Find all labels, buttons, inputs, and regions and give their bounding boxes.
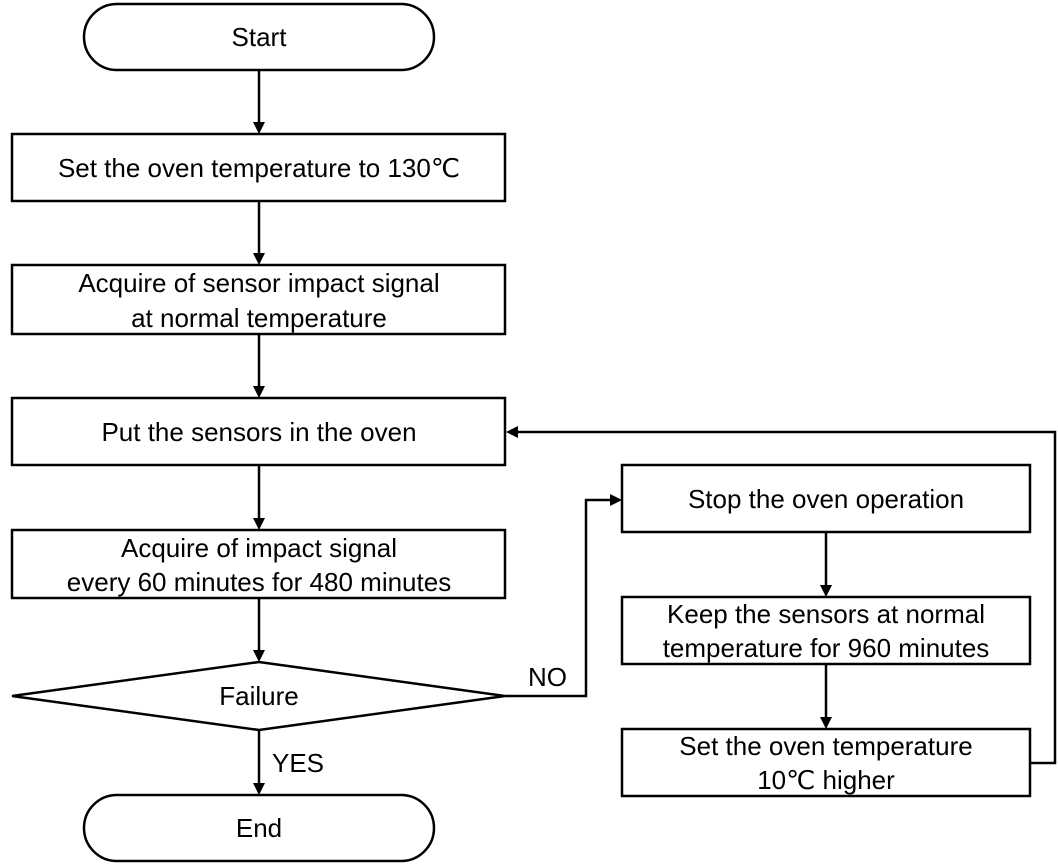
raise-temp-label-line1: Set the oven temperature: [679, 731, 972, 761]
arrowhead: [506, 426, 518, 438]
keep-sensors-label-line2: temperature for 960 minutes: [663, 633, 990, 663]
acquire-normal-label-line2: at normal temperature: [131, 303, 387, 333]
acquire-impact-label-line2: every 60 minutes for 480 minutes: [67, 567, 451, 597]
node-end: End: [82, 793, 436, 863]
process-box: [10, 396, 507, 467]
process-box: [620, 595, 1032, 666]
end-label: End: [236, 813, 282, 843]
acquire-impact-label-line1: Acquire of impact signal: [121, 533, 397, 563]
start-label: Start: [232, 22, 288, 52]
failure-label: Failure: [219, 681, 298, 711]
no-label: NO: [528, 662, 567, 692]
arrowhead: [610, 494, 622, 506]
process-box: [620, 727, 1032, 798]
arrowhead: [820, 717, 832, 729]
put-sensors-label: Put the sensors in the oven: [101, 417, 416, 447]
arrowhead: [253, 518, 265, 530]
process-box: [620, 463, 1032, 534]
node-acquire-normal: Acquire of sensor impact signal at norma…: [10, 263, 507, 336]
process-box: [10, 528, 507, 600]
raise-temp-label-line2: 10℃ higher: [757, 765, 895, 795]
terminator-shape: [82, 793, 436, 863]
terminator-shape: [82, 2, 436, 72]
stop-oven-label: Stop the oven operation: [688, 484, 964, 514]
decision-diamond: [11, 660, 506, 732]
node-acquire-impact: Acquire of impact signal every 60 minute…: [10, 528, 507, 600]
yes-label: YES: [272, 748, 324, 778]
node-keep-sensors: Keep the sensors at normal temperature f…: [620, 595, 1032, 666]
node-stop-oven: Stop the oven operation: [620, 463, 1032, 534]
arrowhead: [253, 386, 265, 398]
arrowhead: [820, 585, 832, 597]
node-raise-temp: Set the oven temperature 10℃ higher: [620, 727, 1032, 798]
node-failure: Failure: [11, 660, 506, 732]
node-start: Start: [82, 2, 436, 72]
arrowhead: [253, 783, 265, 795]
process-box: [10, 263, 507, 336]
arrowhead: [253, 253, 265, 265]
keep-sensors-label-line1: Keep the sensors at normal: [667, 599, 985, 629]
arrowhead: [253, 122, 265, 134]
node-put-sensors: Put the sensors in the oven: [10, 396, 507, 467]
edge-failure-to-stop-oven: [505, 498, 612, 698]
node-set-temp: Set the oven temperature to 130℃: [10, 132, 507, 203]
process-box: [10, 132, 507, 203]
set-temp-label: Set the oven temperature to 130℃: [58, 153, 460, 183]
arrowhead: [253, 650, 265, 662]
connectors: [253, 70, 1057, 795]
acquire-normal-label-line1: Acquire of sensor impact signal: [78, 268, 439, 298]
edge-raise-temp-to-put-sensors: [516, 430, 1057, 765]
